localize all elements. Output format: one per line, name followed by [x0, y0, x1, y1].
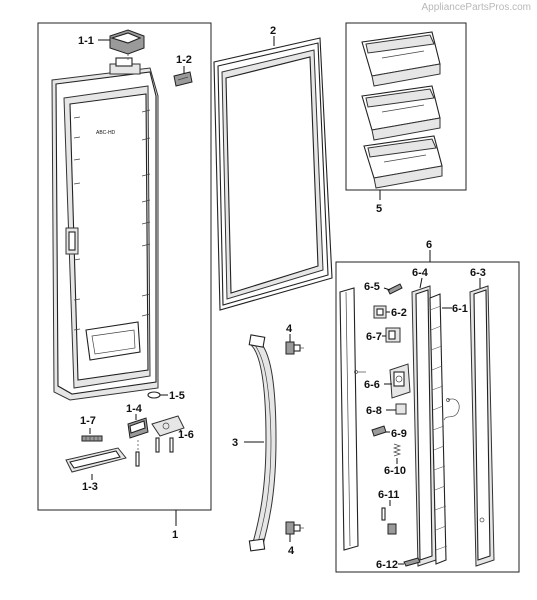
- part-1-3-cover: [65, 447, 127, 473]
- part-5-bin-1: [361, 31, 441, 87]
- label-6-1: 6-1: [452, 303, 468, 315]
- part-1-1-hinge-cover: [109, 29, 145, 62]
- watermark: AppliancePartsPros.com: [421, 2, 532, 13]
- label-6-2: 6-2: [391, 307, 407, 319]
- part-4-screw-top: [285, 341, 304, 355]
- label-1: 1: [172, 529, 178, 541]
- part-6-6-module: [354, 363, 411, 399]
- part-1-6: [151, 415, 185, 453]
- part-6-left-strip: [339, 287, 359, 551]
- part-6-5-clip: [387, 283, 403, 295]
- part-5-bin-2: [361, 85, 441, 141]
- label-6-4: 6-4: [412, 267, 429, 279]
- label-6-5: 6-5: [364, 281, 380, 293]
- part-6-wire: [443, 398, 460, 421]
- label-4-bottom: 4: [288, 545, 295, 557]
- part-6-3-cover: [469, 285, 495, 567]
- label-6-7: 6-7: [366, 331, 382, 343]
- label-6-10: 6-10: [384, 465, 406, 477]
- part-6-4-bar: [411, 285, 437, 567]
- part-6-8-block: [395, 403, 407, 415]
- label-3: 3: [232, 437, 238, 449]
- label-4-top: 4: [286, 323, 293, 335]
- group-1-box: [37, 22, 212, 511]
- label-6-11: 6-11: [378, 489, 399, 501]
- label-2: 2: [270, 25, 276, 37]
- part-3-handle: [248, 334, 277, 552]
- part-6-10-spring: [392, 443, 402, 457]
- part-4-screw-bottom: [285, 521, 304, 535]
- label-6-3: 6-3: [470, 267, 486, 279]
- part-6-2-block: [373, 305, 387, 319]
- label-6-8: 6-8: [366, 405, 382, 417]
- part-1-2-bracket: [173, 71, 193, 87]
- part-6-1-strip: [429, 293, 448, 565]
- label-6-12: 6-12: [376, 559, 398, 571]
- label-1-1: 1-1: [78, 35, 94, 47]
- part-6-12-plate: [403, 557, 421, 567]
- part-6-7-block: [385, 327, 401, 343]
- group-5-box: [345, 22, 467, 191]
- label-6-6: 6-6: [364, 379, 380, 391]
- part-5-bin-3: [363, 135, 443, 189]
- door-inner-label: ABC-HD: [96, 130, 116, 136]
- group-6-box: [335, 261, 520, 573]
- label-1-3: 1-3: [82, 481, 98, 493]
- part-1-5: [147, 391, 161, 399]
- part-2-gasket: [213, 37, 333, 311]
- label-6-9: 6-9: [391, 428, 407, 440]
- part-6-9-clip: [371, 425, 387, 437]
- part-6-11: [381, 507, 397, 535]
- label-1-2: 1-2: [176, 54, 192, 66]
- label-1-6: 1-6: [178, 429, 194, 441]
- part-1-7-spring: [81, 435, 103, 442]
- label-6: 6: [426, 239, 432, 251]
- label-1-5: 1-5: [169, 390, 185, 402]
- label-5: 5: [376, 203, 382, 215]
- part-1-4: [127, 417, 149, 467]
- label-1-4: 1-4: [126, 403, 143, 415]
- label-1-7: 1-7: [80, 415, 96, 427]
- door-body: ABC-HD: [51, 57, 159, 401]
